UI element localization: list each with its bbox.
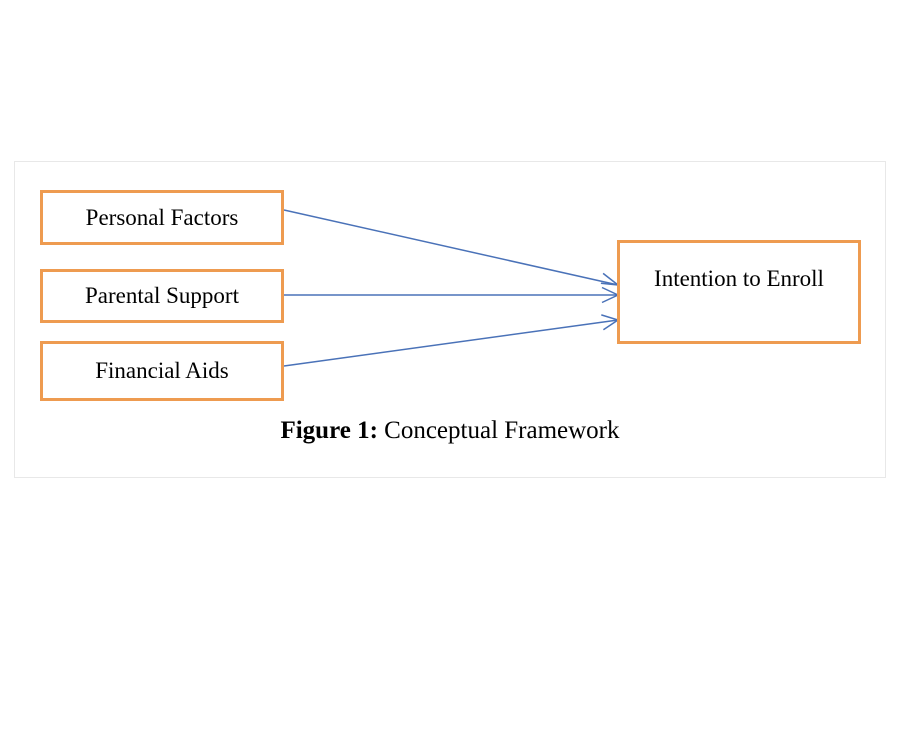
node-label: Parental Support (85, 283, 239, 308)
node-intention-to-enroll: Intention to Enroll (617, 240, 861, 344)
figure-caption: Figure 1: Conceptual Framework (14, 417, 886, 445)
node-label: Personal Factors (85, 204, 239, 230)
node-financial-aids: Financial Aids (40, 341, 284, 401)
node-label: Financial Aids (95, 358, 229, 383)
figure-label: Figure 1: (280, 417, 378, 444)
node-personal-factors: Personal Factors (40, 190, 284, 245)
node-label: Intention to Enroll (654, 266, 824, 291)
node-parental-support: Parental Support (40, 269, 284, 323)
figure-title: Conceptual Framework (384, 417, 620, 444)
